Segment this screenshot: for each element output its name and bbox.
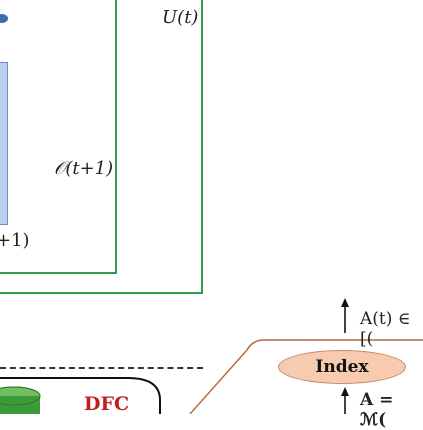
mapping-expression: A = ℳ(	[360, 390, 394, 430]
cylinder-rim	[0, 386, 41, 406]
index-label: Index	[315, 357, 369, 377]
lower-diagram-svg	[0, 298, 423, 414]
inner-set-box	[0, 0, 117, 274]
dashed-separator	[0, 367, 203, 369]
index-node: Index	[278, 350, 406, 384]
mapping-arrow-head	[341, 387, 349, 396]
dfc-panel-outline	[0, 377, 161, 414]
outer-set-box	[0, 0, 203, 294]
node-blob-icon	[0, 14, 8, 23]
orange-connector-line	[189, 349, 248, 414]
dfc-label: DFC	[84, 393, 130, 415]
blue-region	[0, 62, 8, 225]
output-expression: A(t) ∈ [(	[360, 309, 411, 349]
orange-panel-outline	[246, 339, 423, 351]
outer-set-label: U(t)	[162, 7, 199, 28]
inner-set-label: 𝒪(t+1)	[54, 158, 114, 179]
cropped-label: +1)	[0, 230, 30, 251]
output-arrow-head	[341, 298, 349, 307]
